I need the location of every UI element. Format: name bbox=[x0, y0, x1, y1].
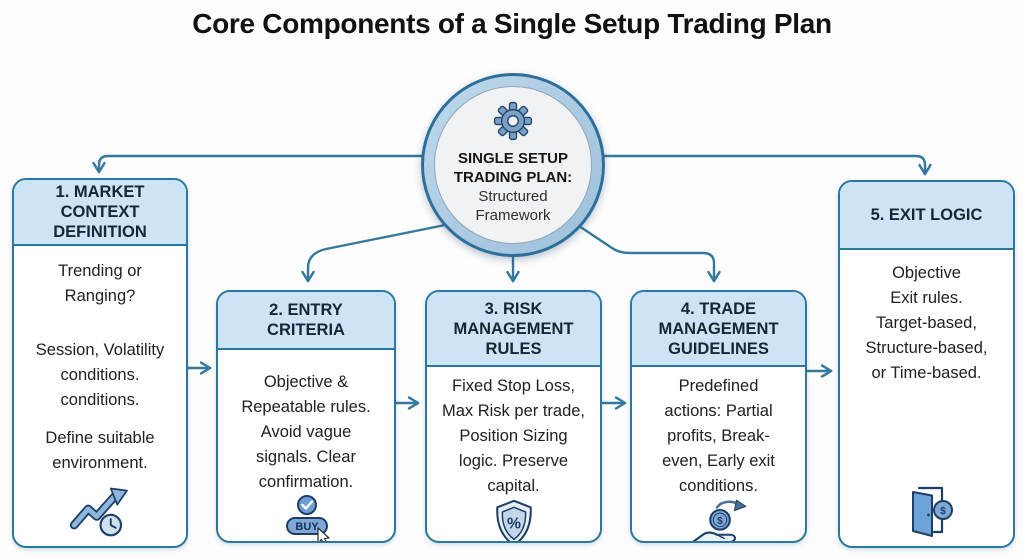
box2-header: 2. ENTRY CRITERIA bbox=[218, 292, 394, 350]
central-hub: SINGLE SETUP TRADING PLAN: Structured Fr… bbox=[421, 73, 605, 257]
box5-header: 5. EXIT LOGIC bbox=[840, 182, 1013, 250]
connector-hub-to-box5 bbox=[580, 154, 932, 176]
box1-paragraph: Define suitable environment. bbox=[45, 429, 155, 472]
svg-text:$: $ bbox=[717, 516, 723, 527]
svg-text:$: $ bbox=[940, 506, 946, 517]
box-entry-criteria: 2. ENTRY CRITERIA Objective & Repeatable… bbox=[216, 290, 396, 543]
box1-header: 1. MARKET CONTEXT DEFINITION bbox=[14, 180, 186, 246]
page-title: Core Components of a Single Setup Tradin… bbox=[192, 8, 832, 39]
hub-heading: SINGLE SETUP TRADING PLAN: bbox=[453, 150, 573, 186]
connector-hub-to-box1 bbox=[92, 154, 447, 174]
box3-header: 3. RISK MANAGEMENT RULES bbox=[427, 292, 600, 367]
connector-hub-to-box2 bbox=[301, 221, 457, 283]
gear-icon bbox=[490, 100, 536, 147]
box-risk-management-rules: 3. RISK MANAGEMENT RULES Fixed Stop Loss… bbox=[425, 290, 602, 543]
box5-body: Objective Exit rules. Target-based, Stru… bbox=[840, 250, 1013, 546]
trend-arrow-clock-icon bbox=[64, 482, 136, 538]
connector-hub-to-box4 bbox=[571, 220, 721, 283]
box3-body: Fixed Stop Loss, Max Risk per trade, Pos… bbox=[427, 367, 600, 541]
central-hub-inner: SINGLE SETUP TRADING PLAN: Structured Fr… bbox=[434, 86, 592, 244]
box1-body: Trending or Ranging? Session, Volatility… bbox=[14, 246, 186, 546]
shield-percent-icon: % bbox=[488, 499, 540, 541]
box2-body: Objective & Repeatable rules. Avoid vagu… bbox=[218, 350, 394, 541]
box-trade-management-guidelines: 4. TRADE MANAGEMENT GUIDELINES Predefine… bbox=[630, 290, 807, 543]
hub-subtitle: Structured Framework bbox=[475, 188, 551, 224]
box5-paragraph: Objective Exit rules. Target-based, Stru… bbox=[865, 264, 988, 382]
box4-paragraph: Predefined actions: Partial profits, Bre… bbox=[662, 377, 775, 495]
box1-paragraph: Trending or Ranging? bbox=[58, 262, 142, 305]
door-coin-icon: $ bbox=[899, 484, 955, 538]
box4-body: Predefined actions: Partial profits, Bre… bbox=[632, 367, 805, 541]
box-market-context-definition: 1. MARKET CONTEXT DEFINITION Trending or… bbox=[12, 178, 188, 548]
box4-header: 4. TRADE MANAGEMENT GUIDELINES bbox=[632, 292, 805, 367]
hand-coin-icon: $ bbox=[686, 499, 752, 541]
buy-button-icon: BUY bbox=[274, 495, 338, 541]
box3-paragraph: Fixed Stop Loss, Max Risk per trade, Pos… bbox=[441, 377, 586, 495]
svg-text:%: % bbox=[507, 516, 521, 533]
svg-text:BUY: BUY bbox=[295, 521, 319, 533]
box-exit-logic: 5. EXIT LOGIC Objective Exit rules. Targ… bbox=[838, 180, 1015, 548]
box1-paragraph: Session, Volatility conditions. conditio… bbox=[35, 341, 165, 409]
box2-paragraph: Objective & Repeatable rules. Avoid vagu… bbox=[241, 373, 371, 491]
